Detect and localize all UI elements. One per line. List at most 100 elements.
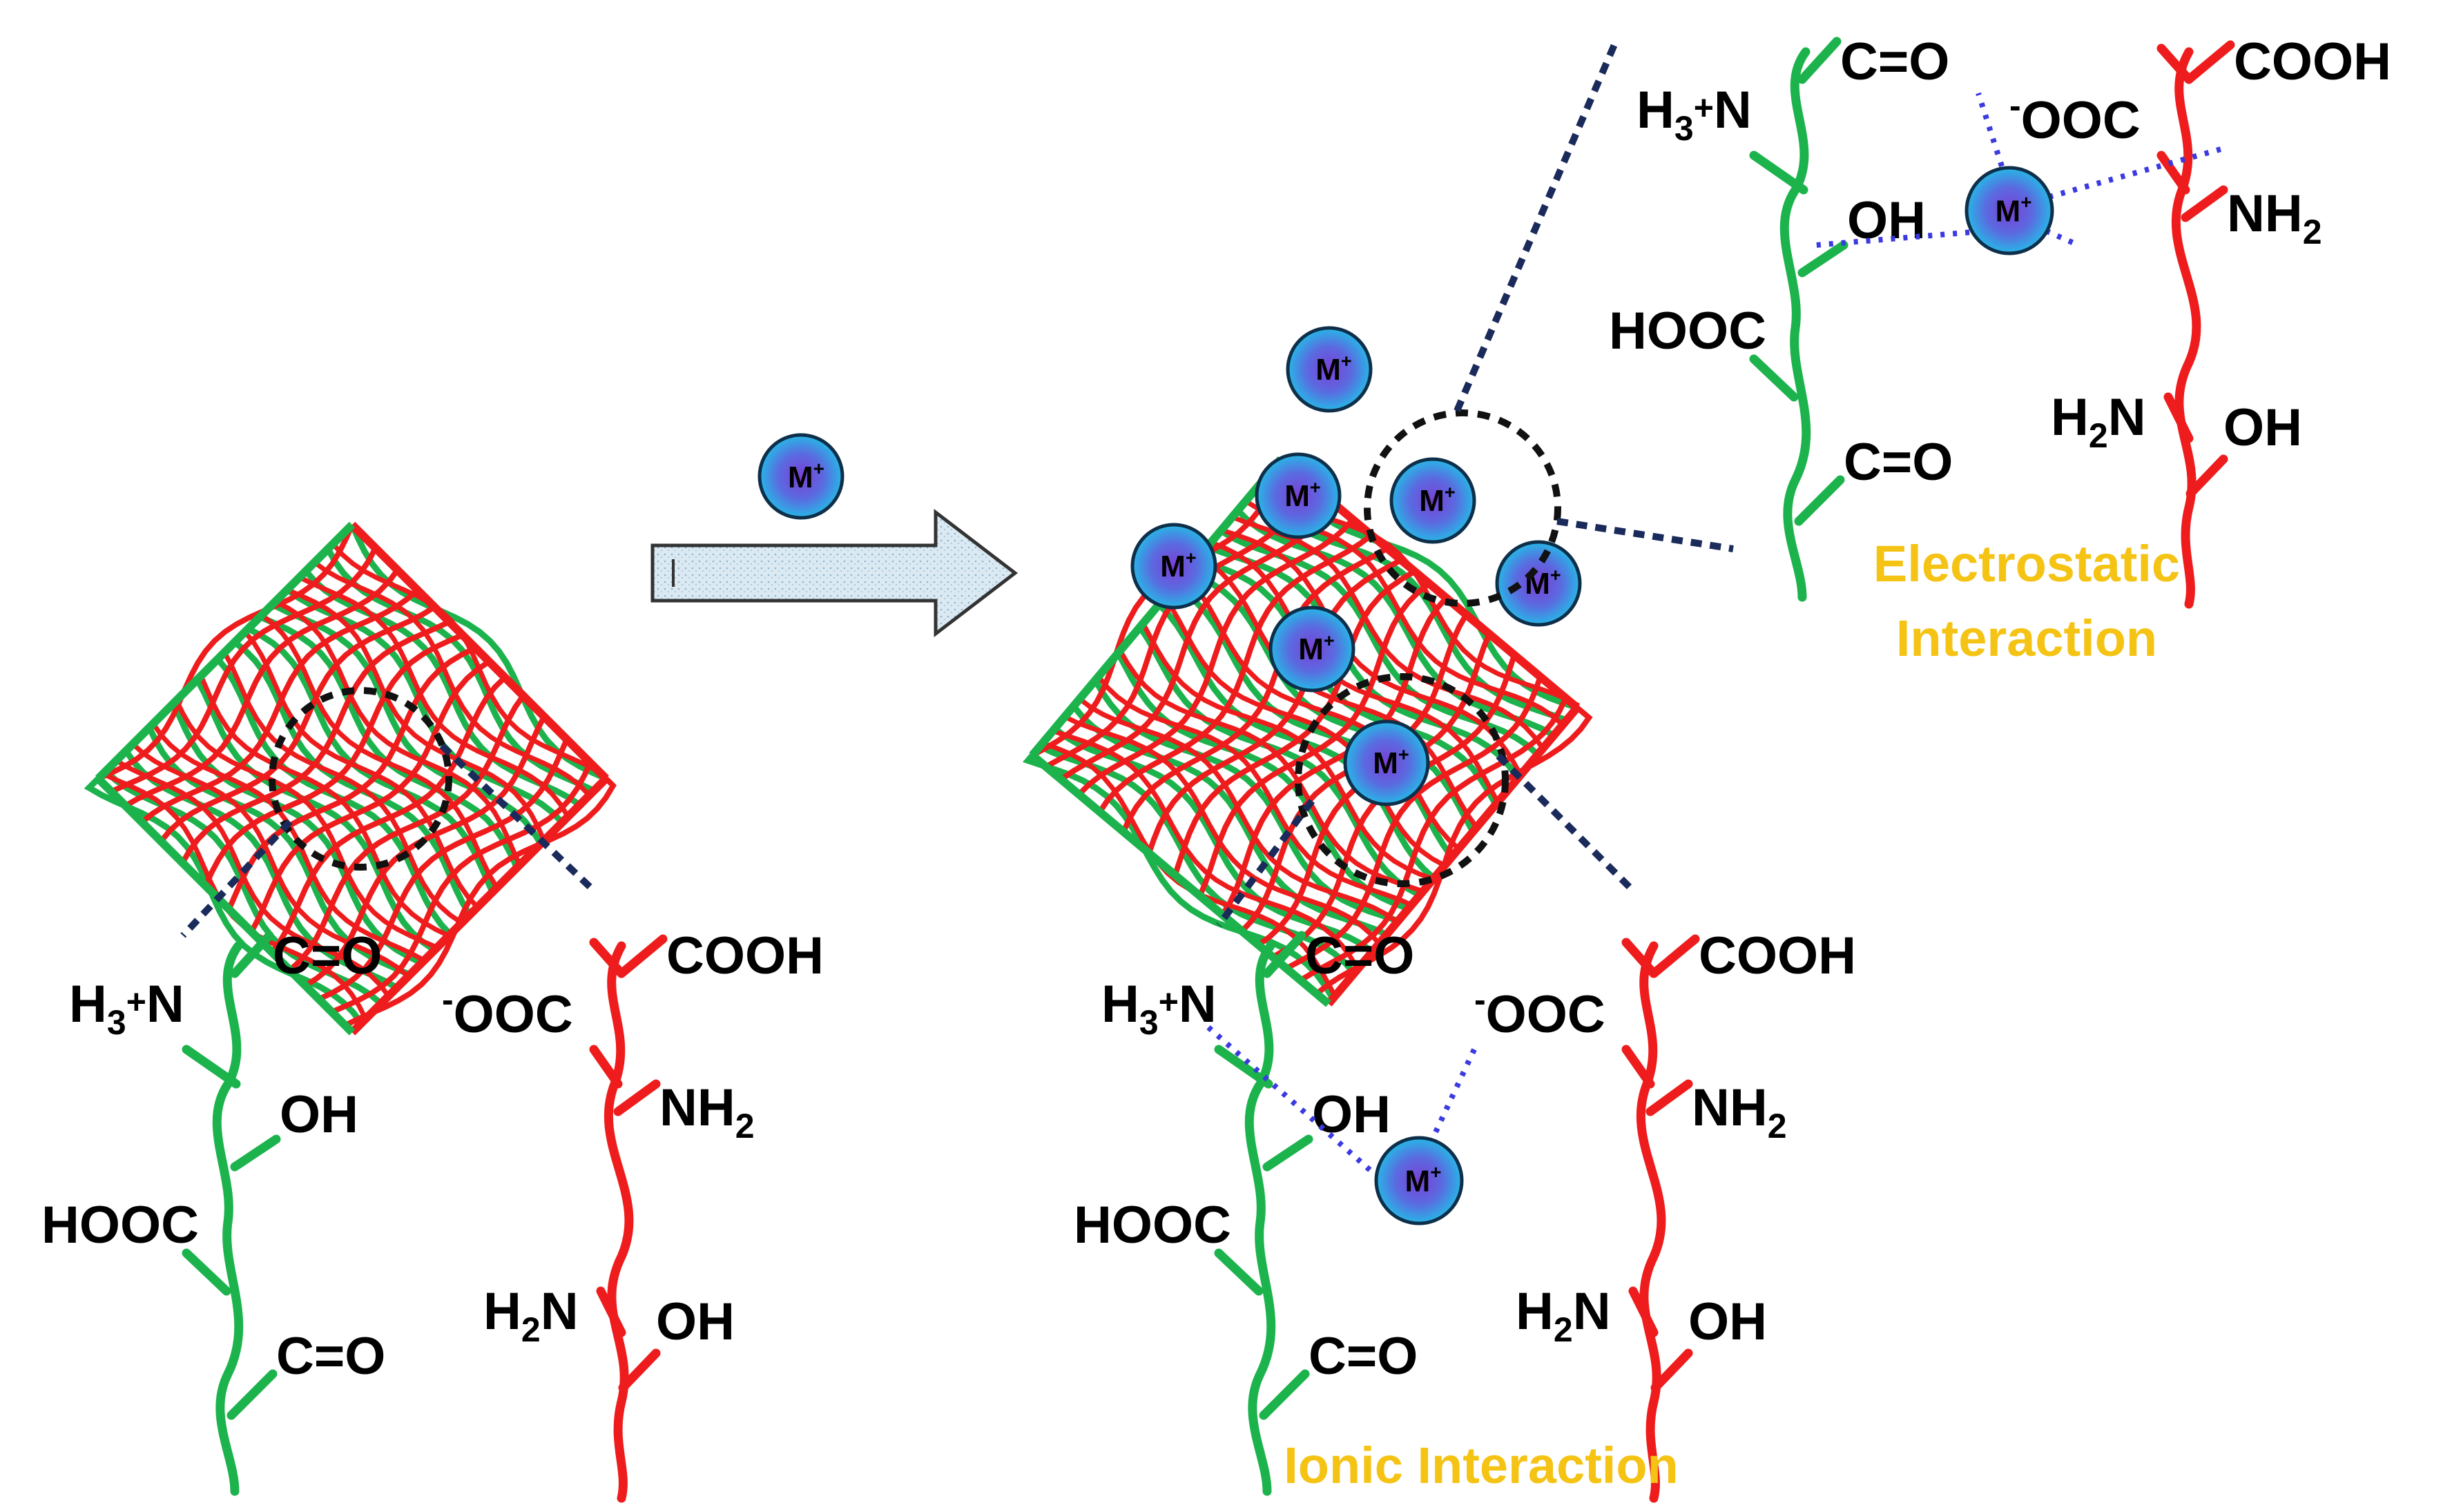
group-ammonium: H3+N: [1637, 81, 1752, 148]
zoom-line: [1496, 753, 1632, 890]
group-carbonyl: C=O: [1844, 433, 1953, 492]
zoom-line: [439, 743, 597, 893]
sphere-icon: M+: [1495, 540, 1582, 627]
polymer-chain-green: [212, 941, 244, 1496]
group-amine: NH2: [659, 1078, 755, 1145]
sphere-icon: M+: [1374, 1136, 1464, 1225]
ion-label: M+: [1298, 630, 1334, 666]
mesh-strand-red: [329, 532, 608, 780]
group-carbonyl: C=O: [1305, 927, 1414, 985]
sphere-icon: M+: [1255, 452, 1342, 539]
ion-label: M+: [1284, 477, 1320, 513]
mesh-strand-red: [343, 776, 617, 1028]
ionic-interaction: M+: [1206, 1025, 1477, 1225]
mesh-strand-red: [173, 695, 438, 950]
ion-label: M+: [1405, 1161, 1442, 1199]
mesh-strand-red: [1217, 526, 1523, 777]
group-carboxylic-acid: HOOC: [1609, 302, 1766, 360]
mesh-strand-red: [1155, 593, 1446, 868]
mesh-strand-green: [1233, 496, 1556, 738]
mesh-strand-red: [295, 568, 570, 818]
electrostatic-caption-line2: Interaction: [1896, 610, 2157, 667]
mesh-strand-red: [330, 758, 594, 1015]
polymer-chain-red: [2171, 47, 2201, 609]
ion-label: M+: [788, 458, 824, 494]
group-carbonyl: C=O: [276, 1327, 385, 1386]
hydrogel-network-ion-loaded: M+M+M+M+M+M+M+: [1022, 40, 1734, 1007]
group-amine: H2N: [2051, 388, 2146, 455]
mesh-strand-red: [1117, 645, 1424, 894]
mesh-strand-red: [180, 613, 454, 864]
group-amine: NH2: [1692, 1078, 1787, 1145]
zoom-line: [180, 819, 293, 938]
sphere-icon: M+: [1389, 457, 1476, 544]
mesh-strand-green: [349, 523, 608, 782]
ion-label: M+: [1315, 351, 1351, 387]
group-ammonium: H3+N: [69, 975, 184, 1042]
mesh-strand-red: [1285, 672, 1544, 971]
group-hydroxyl: OH: [656, 1292, 735, 1351]
group-amine: H2N: [1516, 1282, 1611, 1349]
group-carboxylate: -OOC: [1474, 980, 1605, 1044]
zoom-line: [1556, 518, 1734, 552]
group-hydroxyl: OH: [1688, 1292, 1767, 1351]
group-hydroxyl: OH: [2223, 398, 2302, 457]
group-amine: NH2: [2227, 184, 2322, 251]
mesh-strand-red: [269, 673, 518, 954]
polymer-chain-red: [604, 941, 634, 1503]
group-carboxylic-acid: COOH: [2234, 32, 2391, 91]
mesh-strand-red: [1095, 665, 1413, 907]
mesh-strand-red: [232, 628, 480, 909]
group-ammonium: H3+N: [1101, 975, 1217, 1042]
group-carbonyl: C=O: [1309, 1327, 1418, 1386]
zoom-circle-upper: [1364, 409, 1561, 607]
polymer-chain-green: [1779, 47, 1811, 602]
mesh-strand-red: [1197, 580, 1441, 898]
mesh-strand-red: [1138, 619, 1434, 882]
zoom-circle-lower: [1295, 673, 1509, 887]
sphere-icon: M+: [1965, 166, 2054, 255]
group-carboxylic-acid: COOH: [1699, 927, 1856, 985]
mesh-strand-green: [1112, 647, 1410, 912]
electrostatic-caption-line1: Electrostatic: [1873, 535, 2180, 592]
ion-label: M+: [1160, 547, 1196, 583]
polymer-chain-green: [1244, 941, 1276, 1496]
mesh-strand-red: [203, 631, 467, 887]
mesh-strand-red: [112, 749, 391, 998]
zoom-line: [1216, 799, 1315, 927]
group-carboxylate: -OOC: [2009, 86, 2141, 150]
mesh-strand-red: [129, 731, 410, 978]
group-carbonyl: C=O: [273, 927, 382, 985]
mesh-strand-red: [1048, 724, 1360, 971]
mesh-strand-red: [110, 541, 379, 795]
ion-label: M+: [1373, 744, 1409, 780]
sphere-icon: M+: [1130, 523, 1217, 610]
mesh-strand-red: [1146, 556, 1407, 855]
sphere-icon: M+: [1268, 605, 1355, 692]
zoom-circle: [269, 687, 452, 871]
mesh-strand-red: [311, 550, 591, 797]
mesh-strand-red: [269, 599, 522, 866]
mesh-strand-red: [214, 648, 463, 925]
group-hydroxyl: OH: [1312, 1085, 1391, 1144]
ionic-caption: Ionic Interaction: [1284, 1437, 1679, 1494]
mesh-strand-red: [196, 671, 450, 938]
group-hydroxyl: OH: [280, 1085, 358, 1144]
group-carbonyl: C=O: [1840, 32, 1949, 91]
group-carboxylate: -OOC: [442, 980, 573, 1044]
group-carboxylic-acid: HOOC: [1074, 1196, 1231, 1254]
sphere-icon: M+: [1343, 719, 1430, 806]
hydrogel-network-left: [84, 521, 617, 1036]
mesh-strand-red: [1076, 684, 1399, 924]
group-carboxylic-acid: HOOC: [41, 1196, 199, 1254]
mesh-strand-green: [186, 674, 436, 953]
zoom-line: [1454, 40, 1619, 412]
group-amine: H2N: [483, 1282, 579, 1349]
mesh-strand-green: [1069, 694, 1389, 938]
mesh-strand-red: [1171, 571, 1460, 851]
mesh-strand-red: [251, 612, 499, 889]
